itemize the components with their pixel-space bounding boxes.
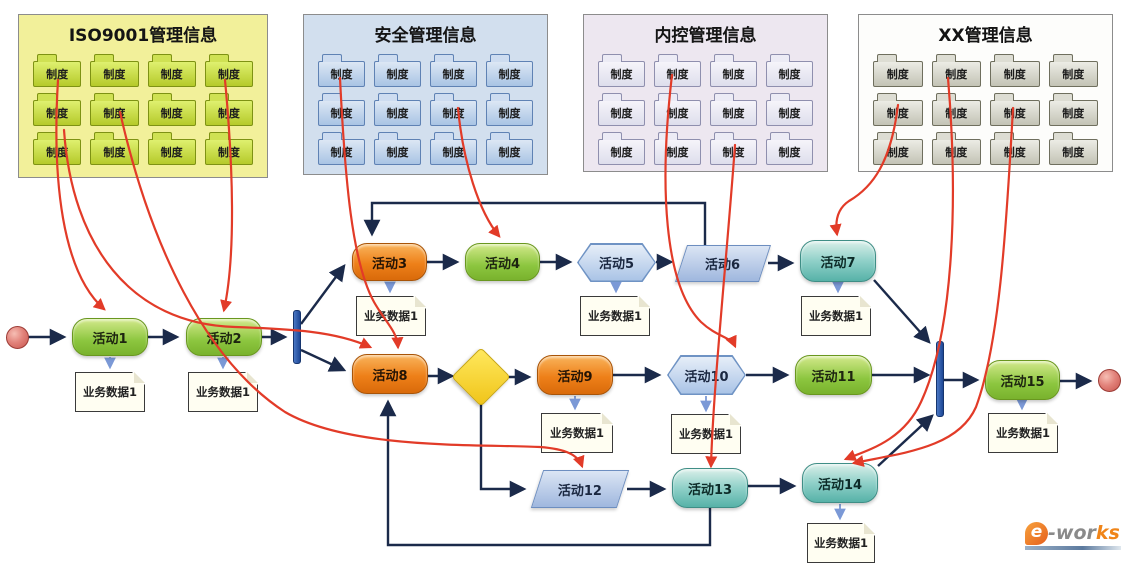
activity-node-11: 活动11: [795, 355, 872, 395]
folder-icon: 制度: [430, 93, 477, 126]
activity-node-1: 活动1: [72, 318, 148, 356]
eworks-logo-underline: [1025, 546, 1121, 550]
folder-icon: 制度: [33, 132, 82, 165]
data-doc: 业务数据1: [541, 412, 614, 453]
folder-icon: 制度: [204, 54, 253, 87]
panel-title: ISO9001管理信息: [68, 26, 218, 46]
folder-icon: 制度: [931, 132, 981, 165]
folder-icon: 制度: [147, 93, 196, 126]
folder-icon: 制度: [873, 132, 923, 165]
activity-node-8: 活动8: [352, 354, 428, 394]
folder-icon: 制度: [147, 132, 196, 165]
folder-icon: 制度: [374, 54, 421, 87]
folder-icon: 制度: [90, 132, 139, 165]
activity-node-15: 活动15: [985, 360, 1060, 400]
panel-iso9001: ISO9001管理信息 制度 制度 制度 制度 制度 制度 制度 制度 制度 制…: [18, 14, 268, 178]
folder-icon: 制度: [1048, 54, 1098, 87]
folder-icon: 制度: [318, 93, 365, 126]
folder-icon: 制度: [598, 93, 645, 126]
folder-grid: 制度 制度 制度 制度 制度 制度 制度 制度 制度 制度 制度 制度: [859, 46, 1112, 165]
folder-icon: 制度: [654, 132, 701, 165]
data-doc: 业务数据1: [75, 371, 146, 412]
data-doc: 业务数据1: [671, 413, 742, 454]
panel-title: XX管理信息: [938, 26, 1033, 46]
fork-bar: [293, 310, 301, 364]
activity-node-10: 活动10: [667, 355, 746, 395]
folder-icon: 制度: [1048, 93, 1098, 126]
folder-icon: 制度: [430, 132, 477, 165]
data-doc: 业务数据1: [988, 412, 1059, 453]
panel-title: 内控管理信息: [654, 26, 757, 46]
activity-node-2: 活动2: [186, 318, 262, 356]
folder-icon: 制度: [990, 93, 1040, 126]
folder-grid: 制度 制度 制度 制度 制度 制度 制度 制度 制度 制度 制度 制度: [584, 46, 827, 165]
hexagon-fill: [578, 244, 655, 281]
folder-icon: 制度: [931, 93, 981, 126]
folder-icon: 制度: [990, 132, 1040, 165]
folder-icon: 制度: [654, 93, 701, 126]
data-doc: 业务数据1: [801, 295, 872, 336]
activity-node-7: 活动7: [800, 240, 876, 282]
folder-icon: 制度: [931, 54, 981, 87]
folder-icon: 制度: [204, 93, 253, 126]
folder-icon: 制度: [873, 54, 923, 87]
activity-node-4: 活动4: [465, 243, 540, 281]
folder-icon: 制度: [486, 54, 533, 87]
folder-icon: 制度: [318, 132, 365, 165]
folder-icon: 制度: [486, 93, 533, 126]
folder-icon: 制度: [710, 93, 757, 126]
panel-safety: 安全管理信息 制度 制度 制度 制度 制度 制度 制度 制度 制度 制度 制度 …: [303, 14, 548, 175]
join-bar: [936, 341, 944, 417]
folder-icon: 制度: [90, 93, 139, 126]
folder-icon: 制度: [1048, 132, 1098, 165]
folder-icon: 制度: [374, 93, 421, 126]
panel-internal-control: 内控管理信息 制度 制度 制度 制度 制度 制度 制度 制度 制度 制度 制度 …: [583, 14, 828, 172]
folder-icon: 制度: [766, 93, 813, 126]
activity-node-5: 活动5: [577, 243, 656, 282]
folder-icon: 制度: [873, 93, 923, 126]
folder-icon: 制度: [90, 54, 139, 87]
activity-node-12: 活动12: [530, 470, 630, 508]
folder-icon: 制度: [33, 54, 82, 87]
folder-icon: 制度: [766, 54, 813, 87]
start-node: [6, 326, 29, 349]
data-doc: 业务数据1: [188, 371, 259, 412]
folder-icon: 制度: [374, 132, 421, 165]
folder-icon: 制度: [598, 132, 645, 165]
eworks-logo-e-icon: e: [1025, 522, 1048, 545]
end-node: [1098, 369, 1121, 392]
activity-node-6: 活动6: [674, 245, 772, 282]
data-doc: 业务数据1: [580, 295, 651, 336]
activity-node-14: 活动14: [802, 463, 878, 503]
eworks-logo: e-works: [1025, 521, 1121, 550]
folder-icon: 制度: [990, 54, 1040, 87]
data-doc: 业务数据1: [807, 522, 876, 563]
activity-node-9: 活动9: [537, 355, 613, 395]
folder-icon: 制度: [654, 54, 701, 87]
folder-icon: 制度: [33, 93, 82, 126]
folder-icon: 制度: [486, 132, 533, 165]
decision-diamond: [451, 347, 511, 407]
folder-icon: 制度: [147, 54, 196, 87]
folder-icon: 制度: [710, 54, 757, 87]
folder-icon: 制度: [318, 54, 365, 87]
folder-icon: 制度: [204, 132, 253, 165]
folder-icon: 制度: [766, 132, 813, 165]
folder-grid: 制度 制度 制度 制度 制度 制度 制度 制度 制度 制度 制度 制度: [304, 46, 547, 165]
activity-node-3: 活动3: [352, 243, 427, 281]
folder-icon: 制度: [598, 54, 645, 87]
data-doc: 业务数据1: [356, 295, 427, 336]
folder-icon: 制度: [430, 54, 477, 87]
activity-node-13: 活动13: [672, 468, 748, 508]
panel-xx: XX管理信息 制度 制度 制度 制度 制度 制度 制度 制度 制度 制度 制度 …: [858, 14, 1113, 172]
folder-icon: 制度: [710, 132, 757, 165]
folder-grid: 制度 制度 制度 制度 制度 制度 制度 制度 制度 制度 制度 制度: [19, 46, 267, 165]
panel-title: 安全管理信息: [374, 26, 477, 46]
